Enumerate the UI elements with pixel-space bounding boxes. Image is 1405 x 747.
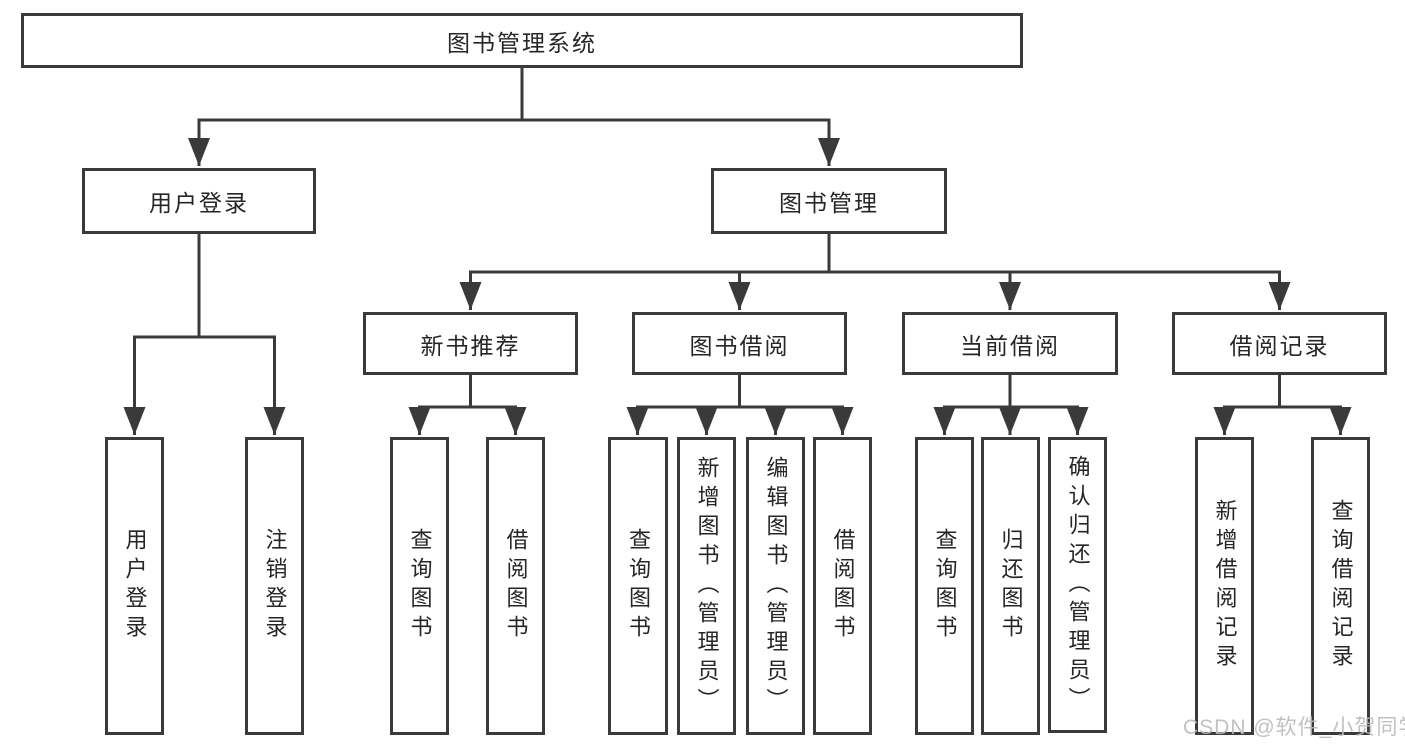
leaf-logout: 注销登录 — [245, 437, 304, 735]
leaf-newbooks-query: 查询图书 — [390, 437, 449, 735]
leaf-current-query: 查询图书 — [915, 437, 974, 735]
leaf-user-login: 用户登录 — [105, 437, 164, 735]
leaf-borrow-borrow: 借阅图书 — [813, 437, 872, 735]
leaf-records-query-label: 查询借阅记录 — [1328, 499, 1354, 673]
node-new-books-label: 新书推荐 — [420, 332, 521, 359]
leaf-borrow-query-label: 查询图书 — [626, 528, 651, 644]
leaf-current-confirm-admin-label: 确认归还（管理员） — [1065, 454, 1091, 716]
leaf-newbooks-borrow: 借阅图书 — [486, 437, 545, 735]
connector-current-borrow-children — [933, 375, 1089, 435]
connector-borrow-records-children — [1213, 375, 1352, 435]
leaf-logout-label: 注销登录 — [262, 528, 288, 644]
node-book-mgmt: 图书管理 — [711, 168, 947, 234]
csdn-watermark: CSDN @软件_小贺同学 — [1183, 716, 1405, 739]
node-book-borrow-label: 图书借阅 — [689, 332, 790, 359]
node-book-borrow: 图书借阅 — [632, 312, 847, 375]
leaf-borrow-edit-admin: 编辑图书（管理员） — [746, 437, 805, 735]
leaf-borrow-add-admin: 新增图书（管理员） — [677, 437, 736, 735]
leaf-user-login-label: 用户登录 — [122, 528, 148, 644]
leaf-borrow-query: 查询图书 — [608, 437, 668, 735]
node-current-borrow-label: 当前借阅 — [960, 332, 1060, 359]
leaf-records-add-label: 新增借阅记录 — [1212, 499, 1238, 673]
node-borrow-records-label: 借阅记录 — [1229, 332, 1330, 359]
leaf-borrow-edit-admin-label: 编辑图书（管理员） — [763, 455, 789, 717]
node-user-login: 用户登录 — [82, 168, 316, 234]
node-new-books: 新书推荐 — [363, 312, 578, 375]
node-current-borrow: 当前借阅 — [902, 312, 1118, 375]
node-root: 图书管理系统 — [21, 13, 1023, 68]
leaf-newbooks-borrow-label: 借阅图书 — [503, 528, 529, 644]
leaf-records-add: 新增借阅记录 — [1195, 437, 1254, 735]
leaf-borrow-borrow-label: 借阅图书 — [830, 528, 856, 644]
connector-user-login-children — [123, 234, 286, 435]
node-borrow-records: 借阅记录 — [1172, 312, 1387, 375]
node-book-mgmt-label: 图书管理 — [779, 190, 879, 216]
leaf-borrow-add-admin-label: 新增图书（管理员） — [694, 455, 720, 717]
leaf-current-confirm-admin: 确认归还（管理员） — [1048, 437, 1107, 733]
connector-book-borrow-children — [626, 375, 854, 435]
leaf-newbooks-query-label: 查询图书 — [407, 528, 433, 644]
leaf-current-query-label: 查询图书 — [932, 528, 958, 644]
connector-new-books-children — [408, 375, 527, 435]
leaf-current-return: 归还图书 — [981, 437, 1040, 735]
node-root-label: 图书管理系统 — [447, 29, 597, 56]
node-user-login-label: 用户登录 — [149, 190, 249, 216]
connector-book-mgmt-children — [459, 234, 1291, 310]
leaf-records-query: 查询借阅记录 — [1311, 437, 1370, 735]
connector-root-to-level2 — [188, 68, 840, 166]
leaf-current-return-label: 归还图书 — [998, 528, 1024, 644]
